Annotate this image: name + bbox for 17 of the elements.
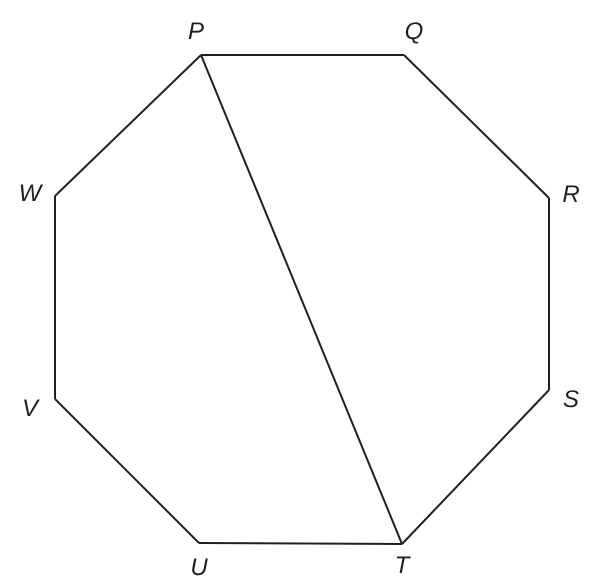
vertex-label: Q	[404, 20, 424, 44]
line-segment	[548, 198, 550, 390]
vertex-label: V	[22, 397, 38, 421]
vertex-label: U	[190, 556, 208, 580]
vertex-label: T	[394, 554, 410, 578]
line-segment	[200, 54, 403, 544]
line-segment	[201, 54, 404, 56]
line-segment	[54, 398, 200, 544]
line-segment	[403, 54, 550, 199]
vertex-label: W	[18, 182, 42, 206]
line-segment	[54, 54, 202, 197]
line-segment	[401, 389, 550, 545]
vertex-label: P	[188, 20, 204, 44]
line-segment	[54, 196, 56, 399]
vertex-label: S	[563, 388, 579, 412]
line-segment	[199, 542, 402, 545]
vertex-label: R	[562, 183, 580, 207]
